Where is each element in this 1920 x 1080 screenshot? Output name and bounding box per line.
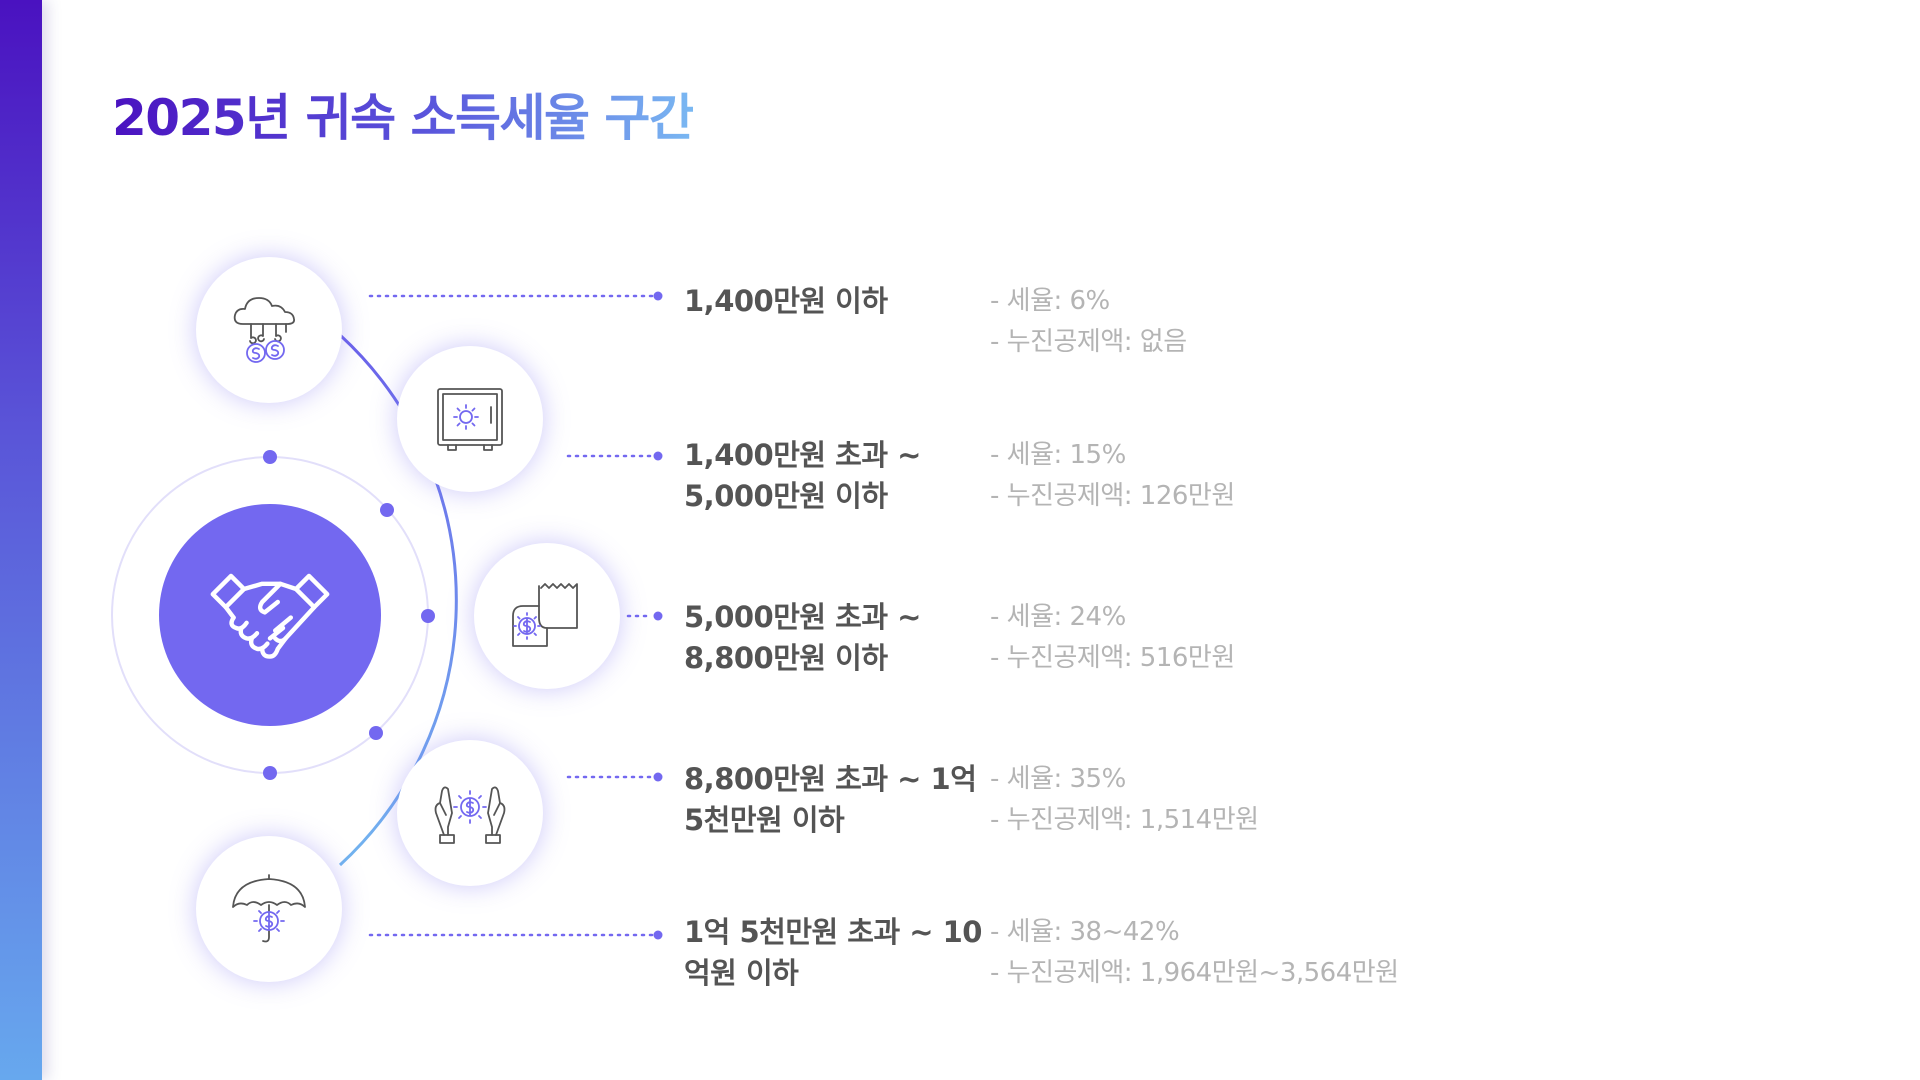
range-line: 5천만원 이하 xyxy=(684,803,845,837)
cloud-money-icon xyxy=(233,297,296,363)
leader-dot xyxy=(653,291,663,301)
bracket-icon-5 xyxy=(196,836,342,982)
bracket-range-1: 1,400만원 이하 xyxy=(684,281,984,322)
range-line: 1,400만원 이하 xyxy=(684,284,888,318)
range-line: 1,400만원 초과 ~ xyxy=(684,438,921,472)
side-accent-bar xyxy=(0,0,42,1080)
range-line: 5,000만원 초과 ~ xyxy=(684,600,921,634)
bracket-range-4: 8,800만원 초과 ~ 1억 5천만원 이하 xyxy=(684,759,984,841)
tax-rate: - 세율: 6% xyxy=(990,286,1110,316)
leader-dot xyxy=(653,451,663,461)
handshake-icon xyxy=(210,573,330,659)
bracket-icon-4 xyxy=(397,740,543,886)
tax-rate: - 세율: 15% xyxy=(990,440,1126,470)
progressive-deduction: - 누진공제액: 516만원 xyxy=(990,643,1235,673)
tax-rate: - 세율: 35% xyxy=(990,764,1126,794)
bracket-detail-4: - 세율: 35% - 누진공제액: 1,514만원 xyxy=(990,759,1510,841)
leader-dot xyxy=(653,772,663,782)
receipt-coin-icon xyxy=(512,583,578,647)
tax-rate: - 세율: 38~42% xyxy=(990,917,1180,947)
bracket-detail-1: - 세율: 6% - 누진공제액: 없음 xyxy=(990,281,1510,363)
page-title: 2025년 귀속 소득세율 구간 xyxy=(112,78,695,150)
bracket-detail-3: - 세율: 24% - 누진공제액: 516만원 xyxy=(990,597,1510,679)
progressive-deduction: - 누진공제액: 126만원 xyxy=(990,481,1235,511)
bracket-range-3: 5,000만원 초과 ~ 8,800만원 이하 xyxy=(684,597,984,679)
range-line: 8,800만원 초과 ~ 1억 xyxy=(684,762,977,796)
progressive-deduction: - 누진공제액: 1,964만원~3,564만원 xyxy=(990,958,1399,988)
umbrella-coin-icon xyxy=(232,874,306,943)
safe-icon xyxy=(437,388,503,451)
bracket-icon-1 xyxy=(196,257,342,403)
range-line: 8,800만원 이하 xyxy=(684,641,888,675)
bracket-detail-5: - 세율: 38~42% - 누진공제액: 1,964만원~3,564만원 xyxy=(990,912,1510,994)
range-line: 5,000만원 이하 xyxy=(684,479,888,513)
bracket-icon-2 xyxy=(397,346,543,492)
range-line: 억원 이하 xyxy=(684,956,799,990)
hands-coin-icon xyxy=(434,786,506,844)
progressive-deduction: - 누진공제액: 1,514만원 xyxy=(990,805,1259,835)
orbit-dot xyxy=(263,450,277,464)
bracket-detail-2: - 세율: 15% - 누진공제액: 126만원 xyxy=(990,435,1510,517)
tax-rate: - 세율: 24% xyxy=(990,602,1126,632)
connector-arc xyxy=(338,333,458,867)
range-line: 1억 5천만원 초과 ~ 10 xyxy=(684,915,982,949)
progressive-deduction: - 누진공제액: 없음 xyxy=(990,327,1187,357)
orbit-dot xyxy=(380,503,394,517)
bracket-range-2: 1,400만원 초과 ~ 5,000만원 이하 xyxy=(684,435,984,517)
orbit-dot xyxy=(263,766,277,780)
hub-circle xyxy=(159,504,381,726)
leader-dot xyxy=(653,930,663,940)
bracket-icon-3 xyxy=(474,543,620,689)
orbit-dot xyxy=(369,726,383,740)
leader-dot xyxy=(653,611,663,621)
orbit-dot xyxy=(421,609,435,623)
bracket-range-5: 1억 5천만원 초과 ~ 10 억원 이하 xyxy=(684,912,984,994)
